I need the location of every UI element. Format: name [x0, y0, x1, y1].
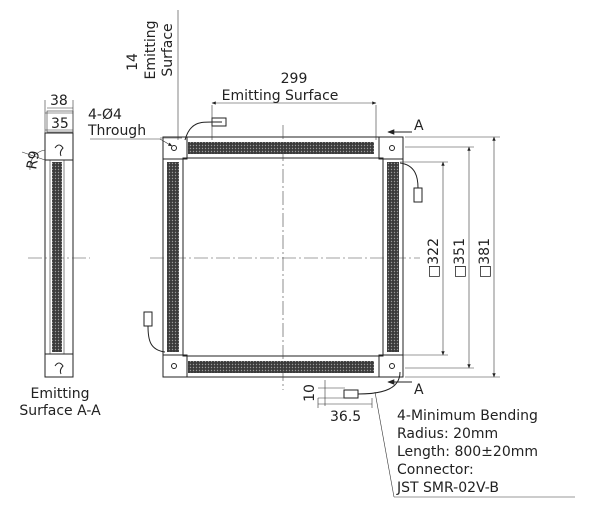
side-led-strip	[52, 162, 62, 352]
front-view	[143, 117, 423, 399]
dim-299-label: Emitting Surface	[222, 88, 339, 104]
holes-callout-through: Through	[87, 123, 146, 139]
corner-pad-tl	[162, 136, 188, 160]
mount-hole-tr	[389, 145, 395, 151]
section-caption-line2: Surface A-A	[19, 403, 101, 419]
note-line2: Radius: 20mm	[397, 426, 498, 442]
dim-381: □381	[477, 238, 493, 278]
note-line1: 4-Minimum Bending	[397, 408, 538, 424]
dim-351: □351	[452, 238, 468, 278]
dim-14-label-line1: Emitting	[143, 20, 159, 79]
cable-top	[184, 121, 222, 141]
radius-arc	[29, 149, 46, 171]
corner-pad-tr	[378, 136, 404, 160]
section-a-top-label: A	[414, 118, 424, 134]
section-caption-line1: Emitting	[30, 386, 89, 402]
holes-callout: 4-Ø4	[88, 107, 122, 123]
side-view	[21, 100, 90, 378]
connector-bottom-icon	[343, 389, 359, 399]
dim-36-5: 36.5	[330, 409, 361, 425]
side-top-block	[44, 132, 74, 161]
mount-hole-tl	[171, 145, 177, 151]
dim-r9: R9	[24, 150, 43, 171]
note-leader	[374, 391, 395, 498]
cable-bottom	[357, 371, 401, 395]
dim-14-label-line2: Surface	[160, 23, 176, 76]
corner-pad-bl	[162, 354, 188, 378]
dim-322: □322	[426, 238, 442, 278]
led-strip-right	[387, 162, 399, 352]
cable-left	[147, 325, 166, 353]
note-line3: Length: 800±20mm	[397, 444, 538, 460]
note-line5: JST SMR-02V-B	[396, 480, 499, 496]
connector-right-icon	[413, 187, 423, 203]
holes-leader	[159, 138, 173, 147]
dim-38: 38	[50, 93, 68, 109]
section-a-bottom-label: A	[414, 382, 424, 398]
note-line4: Connector:	[397, 462, 474, 478]
side-top-connector-icon	[54, 144, 64, 157]
dim-10: 10	[302, 384, 318, 402]
led-strip-top	[188, 142, 374, 154]
mount-hole-br	[389, 363, 395, 369]
led-strip-left	[167, 162, 179, 352]
dim-14: 14	[125, 53, 141, 71]
side-bottom-connector-icon	[54, 362, 64, 375]
cable-right	[399, 162, 419, 189]
corner-pad-br	[378, 354, 404, 378]
connector-left-icon	[143, 311, 153, 327]
led-strip-bottom	[188, 361, 374, 373]
side-bottom-block	[44, 353, 74, 378]
dim-299: 299	[281, 71, 308, 87]
mount-hole-bl	[171, 363, 177, 369]
dim-35: 35	[51, 116, 69, 132]
